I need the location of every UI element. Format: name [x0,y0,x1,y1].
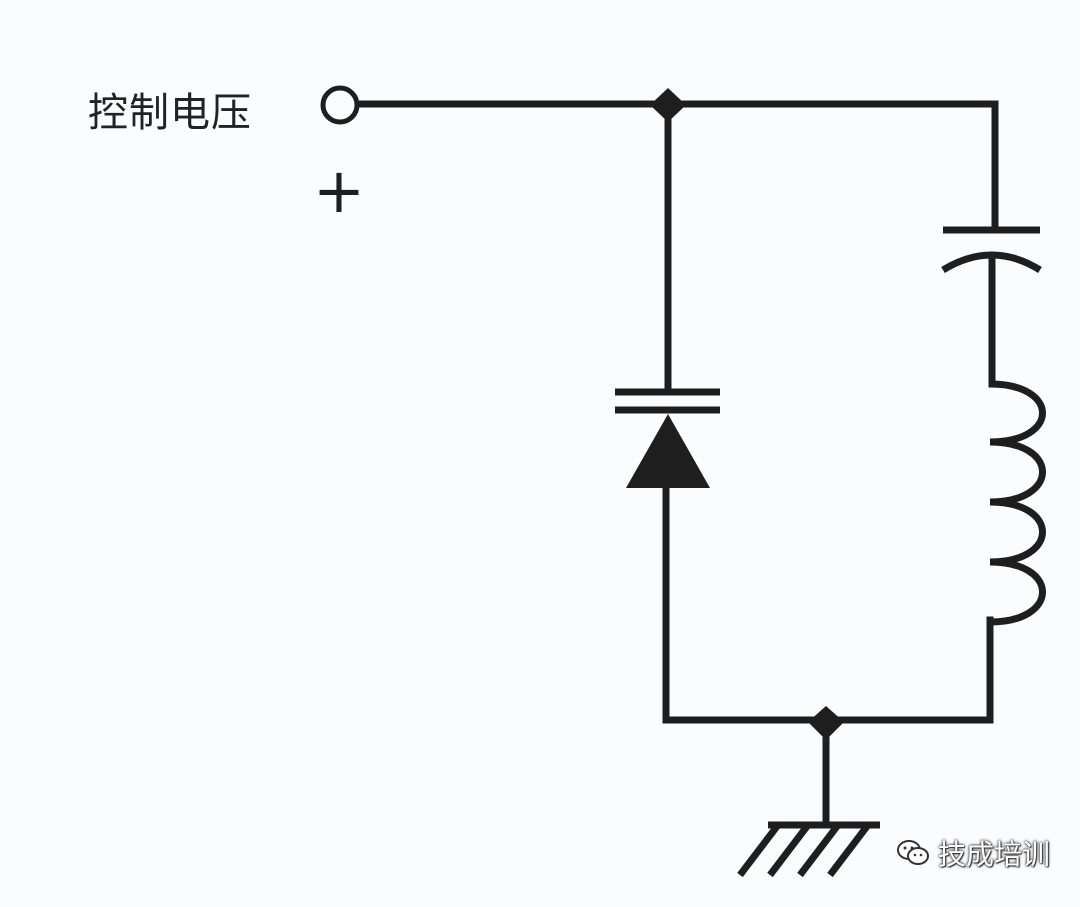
junction-node-bottom [808,706,844,740]
input-terminal [320,85,360,125]
wechat-icon [896,838,930,868]
junction-node-top [650,88,686,122]
watermark: 技成培训 [896,833,1050,873]
svg-text:+: + [313,154,365,227]
inductor [989,380,1046,626]
capacitor [941,226,1042,273]
polarity-plus-sign: + [313,154,365,227]
varactor-diode [615,388,720,488]
watermark-text: 技成培训 [937,838,1050,871]
control-voltage-label: 控制电压 [88,90,252,136]
ground-symbol [737,821,880,878]
